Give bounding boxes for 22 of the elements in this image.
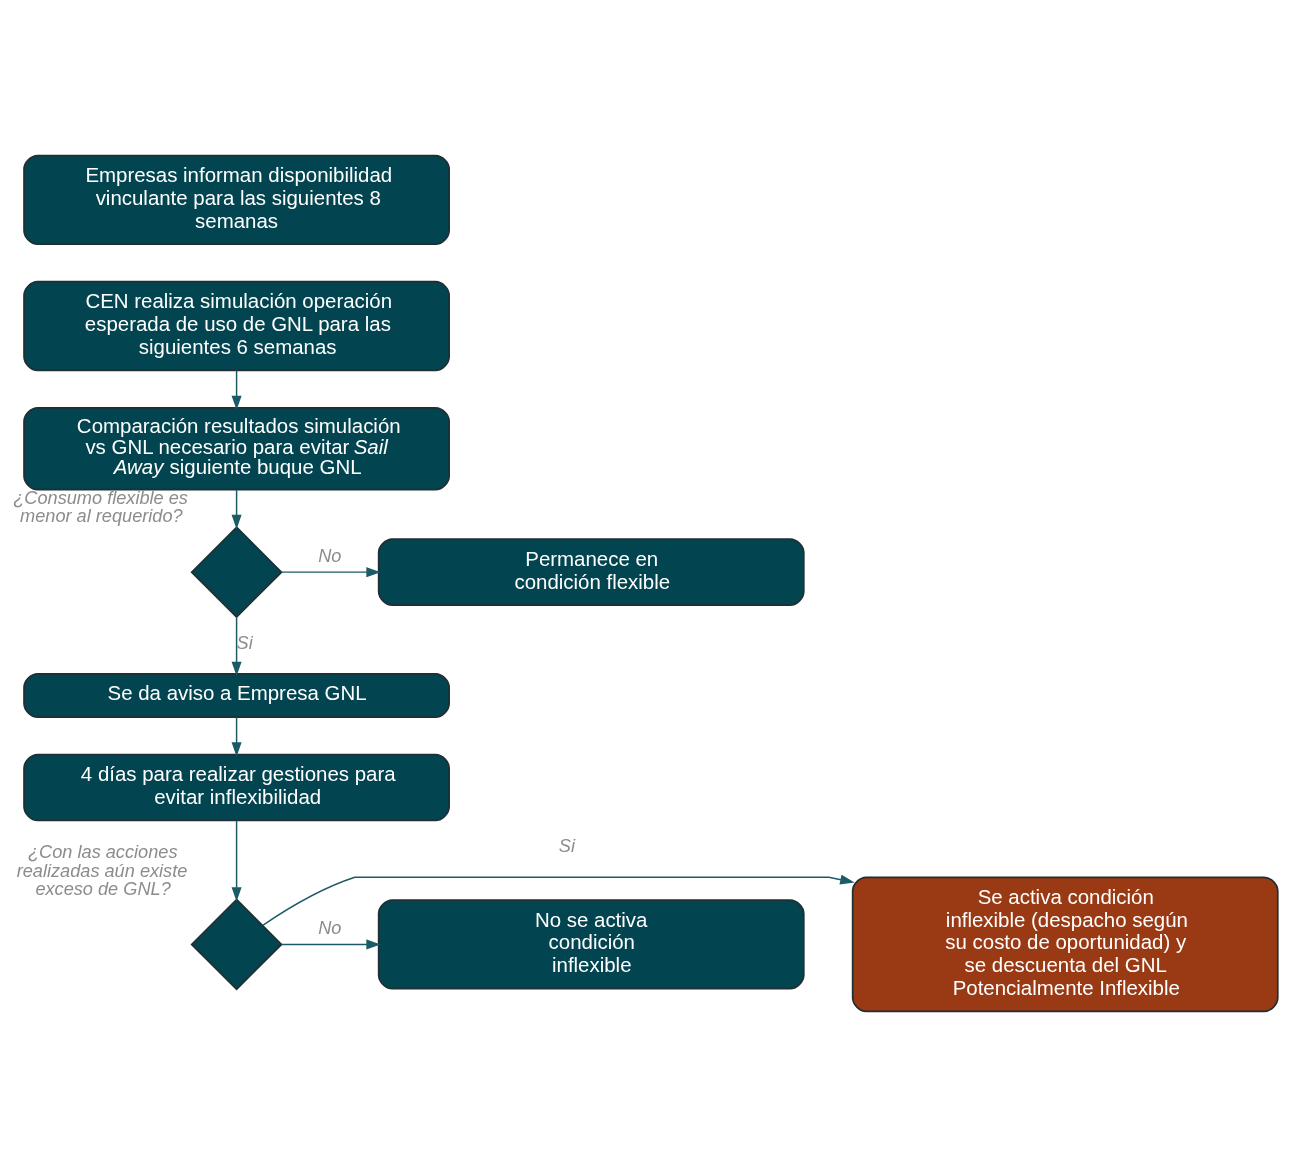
arrow (231, 716, 242, 757)
node-box: Se activa condición inflexible (despacho según su costo de oportunidad) y se descuenta del GNL Potencialmente Inflexible (851, 876, 1279, 1012)
arrow (231, 819, 242, 901)
node-box: Permanece en condición flexible (377, 537, 805, 606)
edge-label: Si (558, 835, 575, 856)
node-box: Se da aviso a Empresa GNL (23, 672, 450, 718)
node-box: Empresas informan disponibilidad vinculante para las siguientes 8 semanas (23, 154, 450, 245)
arrow (280, 938, 381, 949)
node-diamond (190, 525, 283, 618)
arrow (262, 874, 855, 926)
node-box: 4 días para realizar gestiones para evitar inflexibilidad (23, 753, 450, 821)
node-diamond (190, 897, 283, 990)
arrow (231, 369, 242, 410)
edge-label: No (318, 545, 342, 566)
node-box: No se activa condición inflexible (377, 898, 805, 990)
arrow (231, 616, 242, 676)
arrow (231, 488, 242, 529)
edge-label: No (318, 917, 342, 938)
arrow (280, 566, 381, 577)
node-box: Comparación resultados simulación vs GNL necesario para evitar Sail Away siguiente buque GNL (23, 406, 450, 491)
node-label: ¿Con las acciones realizadas aún existe exceso de GNL? (16, 841, 188, 899)
node-box: CEN realiza simulación operación esperada de uso de GNL para las siguientes 6 semanas (23, 280, 450, 371)
